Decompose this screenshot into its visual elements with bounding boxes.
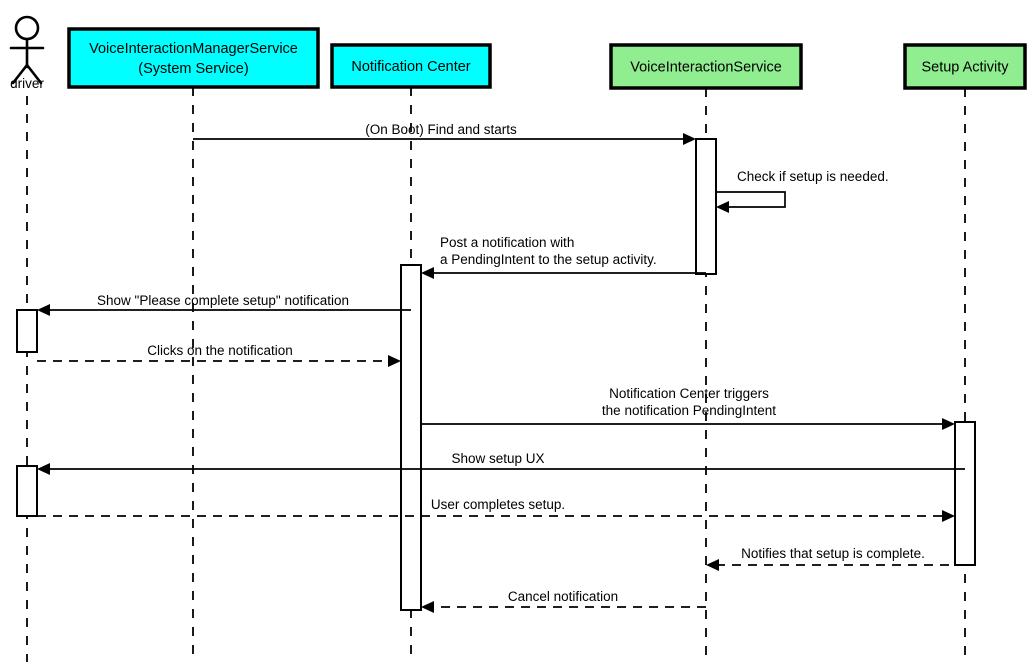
participant-label-vims-line2: (System Service) xyxy=(138,61,248,77)
message-msg-cancel-notification[interactable]: Cancel notification xyxy=(421,589,706,613)
message-label-msg-notifies-that-setup-is-complete: Notifies that setup is complete. xyxy=(741,546,925,561)
participant-label-notif: Notification Center xyxy=(351,59,470,75)
message-msg-user-completes-setup[interactable]: User completes setup. xyxy=(37,497,955,522)
participant-boxes-layer: VoiceInteractionManagerService (System Se… xyxy=(67,27,1027,90)
actor-leg-left-icon xyxy=(11,63,29,85)
activation-bar-notif xyxy=(400,264,422,611)
message-label-msg-clicks-on-the-notification: Clicks on the notification xyxy=(147,343,293,358)
participant-label-vis: VoiceInteractionService xyxy=(630,59,782,75)
message-label-msg-show-setup-ux: Show setup UX xyxy=(451,451,544,466)
participant-label-setup: Setup Activity xyxy=(921,59,1009,75)
message-arrowhead xyxy=(37,304,50,316)
participant-setup[interactable]: Setup Activity xyxy=(903,43,1027,90)
participant-box-setup xyxy=(903,43,1027,90)
message-msg-notification-center-triggers[interactable]: Notification Center triggers the notifica… xyxy=(421,386,955,430)
message-msg-show-setup-ux[interactable]: Show setup UX xyxy=(37,451,965,475)
actor-head-icon xyxy=(14,15,40,41)
activation-bar-driver xyxy=(16,309,38,353)
activation-bar-vis xyxy=(695,138,717,275)
actor-layer: driver xyxy=(9,15,44,91)
message-label-msg-post-a-notification-line2: a PendingIntent to the setup activity. xyxy=(440,252,657,267)
activation-bars-layer xyxy=(16,138,976,611)
activation-bar-setup xyxy=(954,421,976,566)
message-msg-on-boot-find-and-starts[interactable]: (On Boot) Find and starts xyxy=(193,122,696,145)
message-label-msg-user-completes-setup: User completes setup. xyxy=(431,497,565,512)
participant-notif[interactable]: Notification Center xyxy=(330,43,492,89)
participant-box-notif xyxy=(330,43,492,89)
message-path-self xyxy=(716,191,786,208)
message-arrowhead xyxy=(706,559,719,571)
actor-driver[interactable]: driver xyxy=(9,15,44,91)
message-msg-clicks-on-the-notification[interactable]: Clicks on the notification xyxy=(37,343,401,367)
message-label-msg-notification-center-triggers-line2: the notification PendingIntent xyxy=(602,403,776,418)
participant-label-vims-line1: VoiceInteractionManagerService xyxy=(89,41,298,57)
participant-vims[interactable]: VoiceInteractionManagerService (System Se… xyxy=(67,27,320,89)
participant-vis[interactable]: VoiceInteractionService xyxy=(609,43,803,90)
message-arrowhead xyxy=(37,463,50,475)
message-arrowhead xyxy=(942,418,955,430)
message-label-msg-notification-center-triggers-line1: Notification Center triggers xyxy=(609,386,769,401)
message-arrowhead xyxy=(716,201,729,213)
message-label-msg-post-a-notification-line1: Post a notification with xyxy=(440,235,574,250)
message-arrowhead xyxy=(388,355,401,367)
message-label-msg-cancel-notification: Cancel notification xyxy=(508,589,618,604)
message-label-msg-check-if-setup-is-needed: Check if setup is needed. xyxy=(737,169,889,184)
message-msg-post-a-notification[interactable]: Post a notification with a PendingIntent … xyxy=(421,235,706,279)
actor-leg-right-icon xyxy=(25,63,43,85)
message-label-msg-on-boot-find-and-starts: (On Boot) Find and starts xyxy=(365,122,517,137)
message-msg-show-please-complete-setup[interactable]: Show "Please complete setup" notificatio… xyxy=(37,293,411,316)
participant-box-vis xyxy=(609,43,803,90)
message-arrowhead xyxy=(942,510,955,522)
message-arrowhead xyxy=(421,267,434,279)
message-label-msg-show-please-complete-setup: Show "Please complete setup" notificatio… xyxy=(97,293,349,308)
participant-box-vims xyxy=(67,27,320,89)
message-arrowhead xyxy=(421,601,434,613)
actor-label: driver xyxy=(10,76,44,91)
message-arrowhead xyxy=(683,133,696,145)
message-msg-notifies-that-setup-is-complete[interactable]: Notifies that setup is complete. xyxy=(706,546,965,571)
activation-bar-driver xyxy=(16,465,38,517)
message-msg-check-if-setup-is-needed[interactable]: Check if setup is needed. xyxy=(716,169,889,213)
